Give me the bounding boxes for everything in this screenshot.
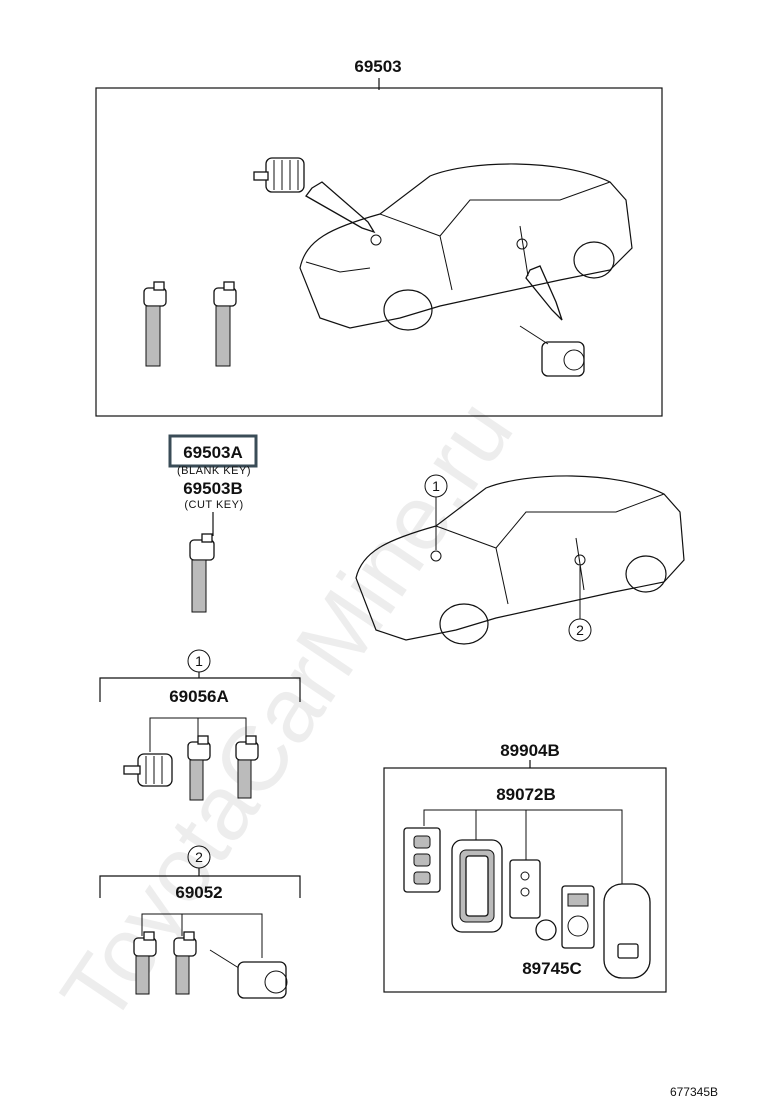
set-one-part-number[interactable]: 69056A (169, 687, 229, 706)
pointer-arrow (525, 265, 563, 321)
key-part (133, 931, 157, 995)
transmitter-inner-part-number[interactable]: 89072B (496, 785, 556, 804)
watermark: ToyotaCarMine.ru (42, 382, 533, 1041)
key-part (187, 735, 211, 801)
key-blank-part-number[interactable]: 69503A (183, 443, 243, 462)
battery-part-number[interactable]: 89745C (522, 959, 582, 978)
transmitter-cover-part (603, 883, 651, 979)
button-pad-part (403, 827, 441, 893)
set-two-circle-label: 2 (195, 849, 203, 865)
set-one-bracket (99, 677, 301, 702)
transmitter-frame (383, 767, 667, 993)
pointer-arrow (305, 181, 376, 234)
car-illustration (355, 475, 685, 645)
callout-one-label: 1 (432, 478, 440, 494)
key-part (173, 931, 197, 995)
cut-key-sub-label: (CUT KEY) (184, 499, 243, 511)
set-one-circle-label: 1 (195, 653, 203, 669)
key-part (143, 281, 167, 367)
ignition-cylinder-part (253, 157, 305, 193)
cut-key-part-number[interactable]: 69503B (183, 479, 243, 498)
battery-part (535, 919, 557, 941)
set-two-part-number[interactable]: 69052 (175, 883, 222, 902)
assembly-part-number[interactable]: 69503 (354, 57, 401, 76)
transmitter-inner-bracket (423, 809, 623, 884)
transmitter-case-part (451, 839, 503, 933)
door-lock-cylinder-part (209, 949, 288, 999)
key-part (235, 735, 259, 799)
transmitter-part-number[interactable]: 89904B (500, 741, 560, 760)
highlight-box[interactable] (168, 434, 258, 468)
diagram-reference: 677345B (670, 1085, 718, 1099)
ignition-cylinder-part (123, 753, 173, 787)
door-lock-cylinder-part (519, 325, 585, 377)
set-two-inner-bracket (141, 913, 263, 958)
assembly-frame (95, 87, 663, 417)
car-illustration (299, 163, 633, 331)
circuit-board-part (509, 859, 541, 919)
key-part (189, 533, 215, 613)
battery-holder-part (561, 885, 595, 949)
callout-two-label: 2 (576, 622, 584, 638)
set-two-bracket (99, 875, 301, 898)
key-blank-sub-label: (BLANK KEY) (177, 465, 251, 477)
key-part (213, 281, 237, 367)
